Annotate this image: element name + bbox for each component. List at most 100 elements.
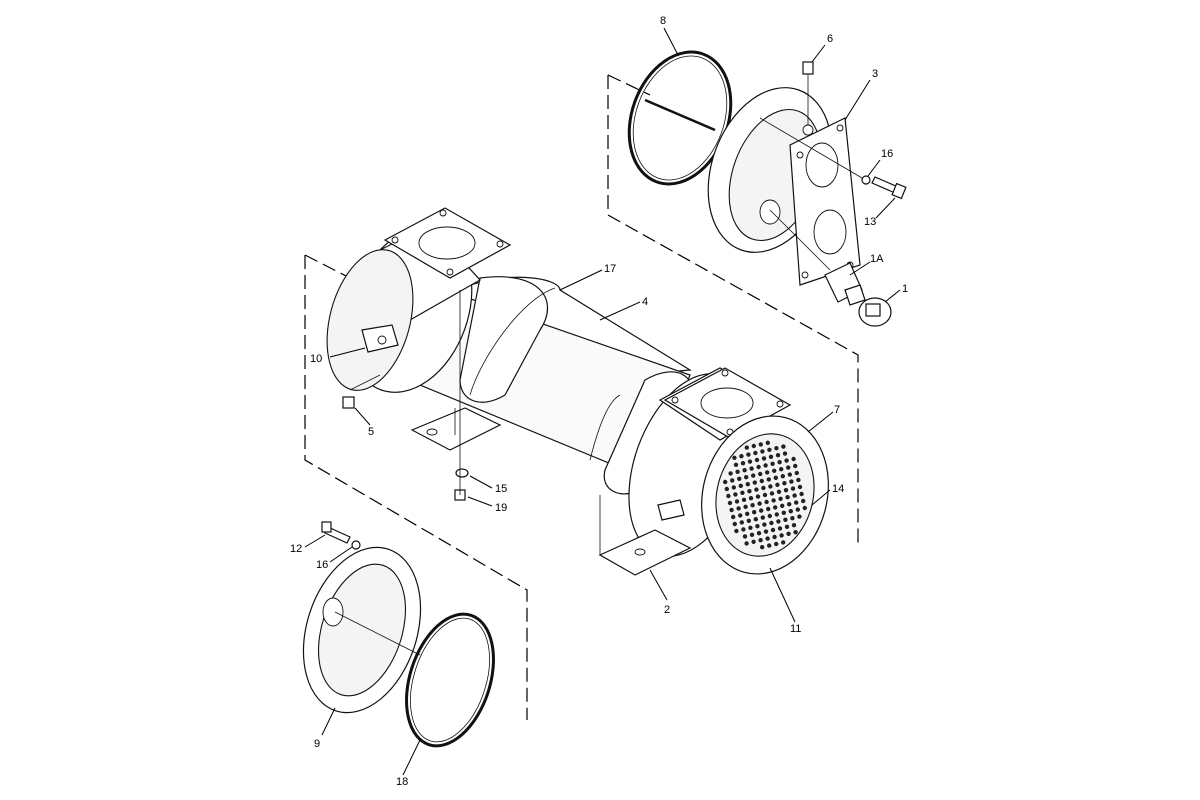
tube-hole [741,527,746,532]
callout-7: 7 [834,404,840,416]
tube-hole [755,524,760,529]
tube-hole [765,470,770,475]
tube-hole [799,491,804,497]
callout-11: 11 [790,623,801,635]
tube-hole [747,489,752,494]
plug-6 [802,61,814,125]
tube-hole [794,500,799,505]
tube-hole [748,525,753,530]
tube-hole [797,484,803,490]
callout-5: 5 [368,426,374,438]
tube-hole [756,531,762,536]
tube-hole [788,509,793,514]
callout-2: 2 [664,604,670,616]
left-bonnet [326,207,512,393]
tube-hole [782,481,787,486]
tube-hole [739,520,744,525]
tube-hole [738,483,743,488]
tube-hole [775,482,780,487]
tube-hole [770,461,775,466]
tube-hole [772,534,777,540]
tube-hole [750,503,755,508]
tube-hole [797,514,802,519]
tube-hole [747,459,753,464]
plug-5 [342,374,381,409]
tube-hole [751,473,756,478]
tube-hole [744,541,749,546]
tube-hole [745,511,750,516]
tube-hole [761,485,766,491]
callout-13: 13 [864,216,876,228]
tube-hole [790,516,795,521]
callout-1: 1 [902,283,908,295]
tube-hole [757,501,762,506]
tube-hole [773,505,778,510]
tube-hole [787,502,792,507]
tube-hole [731,514,736,520]
tube-hole [775,453,781,458]
tube-hole [752,480,757,485]
tube-hole [779,467,784,472]
tube-hole [784,524,790,529]
tube-hole [769,520,774,526]
tube-hole [745,482,750,487]
tube-hole [736,506,741,511]
tube-hole [773,475,778,480]
tube-hole [762,522,767,527]
tube-hole [755,494,761,499]
callout-19: 19 [495,502,507,514]
bolt-12-washer-16 [321,521,361,550]
tube-hole [779,533,784,538]
tube-hole [740,490,745,495]
callout-8: 8 [660,15,666,27]
tube-hole [768,454,774,459]
tube-hole [742,468,747,473]
tube-hole [765,440,770,445]
tube-hole [778,496,783,501]
tube-hole [767,513,772,519]
bonnet-3 [707,87,861,286]
tube-hole [786,465,791,470]
tube-hole [731,485,736,490]
tube-hole [801,498,806,504]
tube-hole [791,523,797,528]
tube-hole [784,458,789,463]
mounting-bracket-right [598,495,692,576]
tube-hole [743,504,748,509]
tube-hole [794,470,799,476]
callout-16-top: 16 [881,148,893,160]
tube-hole [749,466,754,471]
nut-15 [455,468,469,478]
callout-3: 3 [872,68,878,80]
tube-hole [772,468,777,473]
tube-hole [791,456,796,462]
bolt-13-washer-16 [759,117,907,200]
tube-hole [776,519,781,524]
mounting-bracket-left [410,290,502,451]
right-header [628,367,829,575]
callout-labels: 8 6 3 16 13 1A 1 17 4 10 5 7 14 15 19 12… [290,15,908,788]
tube-hole [740,461,746,466]
tube-hole [732,455,737,460]
tube-hole [764,499,769,505]
callout-16-bottom: 16 [316,559,328,571]
tube-hole [780,474,785,479]
tube-hole [780,503,785,508]
tube-hole [774,446,779,451]
tube-hole [734,499,740,504]
tube-hole [793,530,798,535]
callout-17: 17 [604,263,616,275]
callout-9: 9 [314,738,320,750]
tube-hole [787,472,792,477]
tube-hole [774,512,779,517]
tube-hole [754,487,759,492]
tube-hole [752,510,757,515]
tube-hole [785,495,790,500]
tube-hole [742,534,748,539]
tube-hole [768,484,773,489]
tube-hole [777,460,782,465]
gasket-18 [405,612,495,748]
callout-10: 10 [310,353,322,365]
tube-hole [744,445,749,450]
tube-hole [741,497,747,502]
